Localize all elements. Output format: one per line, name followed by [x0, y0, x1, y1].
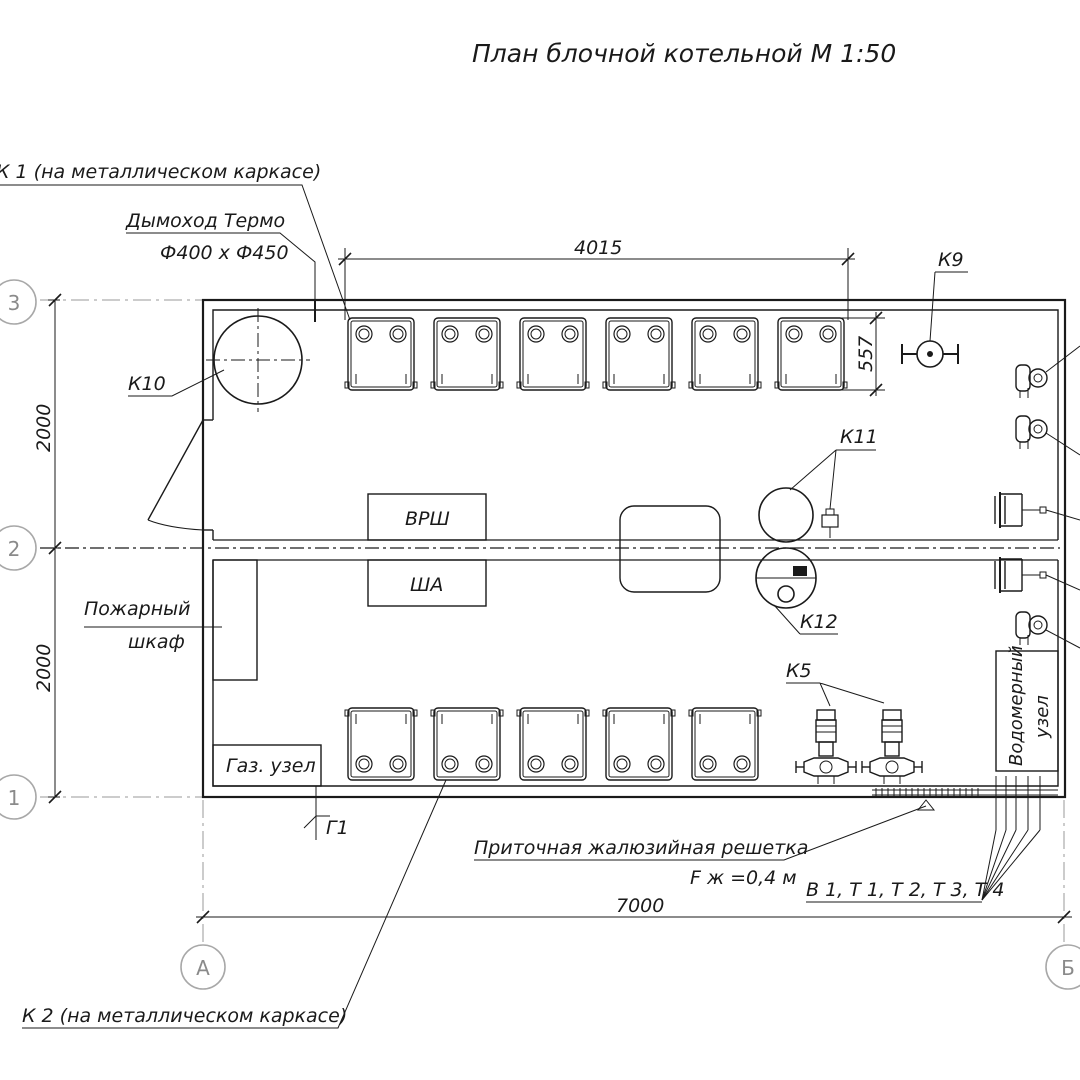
label-k10: К10: [128, 373, 166, 395]
label-gas-node: Газ. узел: [226, 755, 316, 777]
label-fire-line1: Пожарный: [84, 598, 191, 620]
label-chimney-line1: Дымоход Термо: [125, 210, 285, 232]
boiler-top-1: [344, 317, 418, 391]
inner-wall-upper: [212, 309, 1059, 540]
label-k5: К5: [786, 660, 812, 682]
pumps-k5: [795, 709, 923, 785]
dim-total-width: 7000: [616, 895, 664, 917]
boiler-top-2: [430, 317, 504, 391]
label-grille-area: F ж =0,4 м: [690, 867, 797, 889]
valve-device-1: [1015, 364, 1048, 399]
leader-k10: [128, 369, 225, 397]
leader-k12: [773, 604, 838, 635]
leader-chimney: [126, 232, 316, 322]
boiler-bottom-2: [430, 707, 504, 781]
svg-text:2: 2: [8, 537, 21, 561]
svg-text:1: 1: [8, 786, 21, 810]
gas-node: [212, 744, 322, 787]
leader-k9: [929, 271, 968, 342]
boiler-top-6: [774, 317, 848, 391]
label-vrsh: ВРШ: [405, 508, 450, 530]
central-tank: [619, 505, 721, 593]
boilers-top-row: [344, 317, 848, 391]
axis-bubble-3: 3: [0, 279, 37, 325]
label-grille: Приточная жалюзийная решетка: [474, 837, 808, 859]
svg-text:3: 3: [8, 291, 21, 315]
label-sha: ША: [410, 574, 443, 596]
dim-row-depth: 557: [855, 336, 877, 372]
boiler-top-5: [688, 317, 762, 391]
valve-device-3: [1015, 611, 1048, 646]
label-g1: Г1: [326, 817, 349, 839]
label-k12: К12: [800, 611, 838, 633]
filter-device-1: [994, 491, 1047, 529]
axis-bubble-A: А: [180, 944, 226, 990]
leader-k11: [789, 449, 876, 510]
sha-cabinet: [367, 559, 487, 607]
label-water-line1: Водомерный: [1006, 645, 1027, 766]
filter-device-2: [994, 556, 1047, 594]
fire-cabinet: [212, 559, 258, 681]
bottom-dimension: [196, 910, 1072, 924]
label-k2: К 2 (на металлическом каркасе): [22, 1005, 347, 1027]
boiler-top-3: [516, 317, 590, 391]
boiler-bottom-1: [344, 707, 418, 781]
pump-2: [861, 709, 923, 785]
entrance-door: [147, 419, 213, 531]
boiler-bottom-3: [516, 707, 590, 781]
axis-bubble-2: 2: [0, 525, 37, 571]
right-devices: [994, 345, 1080, 649]
boiler-bottom-4: [602, 707, 676, 781]
water-meter-node: [995, 650, 1059, 772]
leader-k1: [0, 184, 351, 321]
label-pipes: В 1, Т 1, Т 2, Т 3, Т 4: [806, 879, 1004, 901]
label-k9: К9: [938, 249, 964, 271]
dim-top-span: 4015: [574, 237, 622, 259]
dim-left-upper: 2000: [33, 404, 55, 452]
pipe-entries: [981, 776, 1041, 901]
boiler-bottom-5: [688, 707, 762, 781]
label-chimney-line2: Ф400 х Ф450: [160, 242, 289, 264]
svg-text:Б: Б: [1061, 956, 1075, 980]
vrsh-cabinet: [367, 493, 487, 541]
boilers-bottom-row: [344, 707, 762, 781]
label-fire-line2: шкаф: [128, 631, 185, 653]
axis-bubble-B: Б: [1045, 944, 1080, 990]
leader-grille: [474, 805, 927, 861]
svg-text:А: А: [196, 956, 210, 980]
dim-left-lower: 2000: [33, 644, 55, 692]
top-dimension: [338, 248, 855, 320]
label-k1: К 1 (на металлическом каркасе): [0, 161, 321, 183]
leader-k2: [22, 779, 447, 1029]
label-water-line2: узел: [1032, 695, 1053, 739]
gas-pipe-g1: [303, 786, 330, 840]
boiler-top-4: [602, 317, 676, 391]
plan-title: План блочной котельной М 1:50: [472, 39, 896, 68]
k9-valve: [901, 340, 959, 368]
k10-chimney: [206, 308, 310, 412]
k12-tank: [755, 547, 817, 609]
inner-wall-bottom: [212, 560, 1059, 787]
valve-device-2: [1015, 415, 1048, 450]
pump-1: [795, 709, 857, 785]
leader-k5: [786, 682, 885, 707]
supply-grille: [872, 788, 1058, 811]
k11-expansion-tank: [758, 487, 839, 543]
label-k11: К11: [840, 426, 878, 448]
axis-bubble-1: 1: [0, 774, 37, 820]
